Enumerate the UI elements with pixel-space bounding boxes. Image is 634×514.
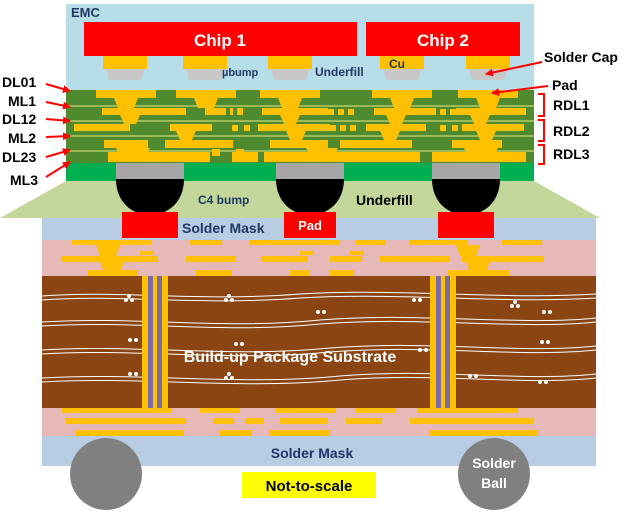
- not-to-scale-label: Not-to-scale: [266, 478, 353, 495]
- underfill-top-label: Underfill: [315, 65, 364, 79]
- c4-bump: [116, 163, 184, 215]
- solder-mask-top-label: Solder Mask: [182, 220, 265, 236]
- chip1-label: Chip 1: [194, 31, 246, 50]
- micro-bump: [380, 56, 424, 80]
- rdl2-label: RDL2: [553, 123, 590, 139]
- chip1-block: [84, 22, 357, 56]
- pad-center-label: Pad: [298, 218, 322, 233]
- chip2-block: [366, 22, 520, 56]
- top-buildup-copper: [62, 240, 544, 276]
- ml1-label: ML1: [8, 93, 36, 109]
- solder-cap-label: Solder Cap: [544, 49, 618, 65]
- c4-pad: [438, 212, 494, 238]
- c4-bumps: [116, 163, 500, 215]
- substrate-core: [42, 276, 596, 408]
- layer-label-arrows: [45, 61, 549, 178]
- micro-bump: [183, 56, 227, 80]
- underfill-mid-label: Underfill: [356, 192, 413, 208]
- solder-ball-label-line2: Ball: [481, 475, 507, 491]
- rdl1-label: RDL1: [553, 97, 590, 113]
- c4-pad: [122, 212, 178, 238]
- micro-bumps: [103, 56, 510, 80]
- solder-ball-label-line1: Solder: [472, 455, 516, 471]
- solder-mask-bottom-label: Solder Mask: [271, 445, 354, 461]
- cu-label: Cu: [389, 57, 405, 71]
- pad-right-label: Pad: [552, 77, 578, 93]
- core-fiber-dots: [124, 294, 552, 384]
- c4-bump: [432, 163, 500, 215]
- solder-ball: [458, 438, 530, 510]
- ml2-label: ML2: [8, 130, 36, 146]
- core-glass-fibers: [41, 291, 597, 385]
- c4-bump: [276, 163, 344, 215]
- micro-bump: [466, 56, 510, 80]
- chip2-label: Chip 2: [417, 31, 469, 50]
- c4-bump-label: C4 bump: [198, 193, 249, 207]
- bottom-buildup-copper: [62, 408, 538, 436]
- ml3-label: ML3: [10, 172, 38, 188]
- c4-pad: [284, 212, 336, 238]
- substrate-label: Build-up Package Substrate: [184, 349, 397, 366]
- through-vias: [142, 276, 456, 408]
- rdl-brackets: [538, 93, 545, 165]
- dl23-label: DL23: [2, 149, 36, 165]
- emc-label: EMC: [71, 5, 101, 20]
- solder-ball: [70, 438, 142, 510]
- micro-bump: [103, 56, 147, 80]
- micro-bump: [268, 56, 312, 80]
- rdl-copper: [74, 90, 526, 162]
- rdl3-label: RDL3: [553, 146, 590, 162]
- dl12-label: DL12: [2, 111, 36, 127]
- not-to-scale-box: [242, 472, 376, 498]
- dl01-label: DL01: [2, 74, 36, 90]
- ubump-label: µbump: [222, 67, 259, 79]
